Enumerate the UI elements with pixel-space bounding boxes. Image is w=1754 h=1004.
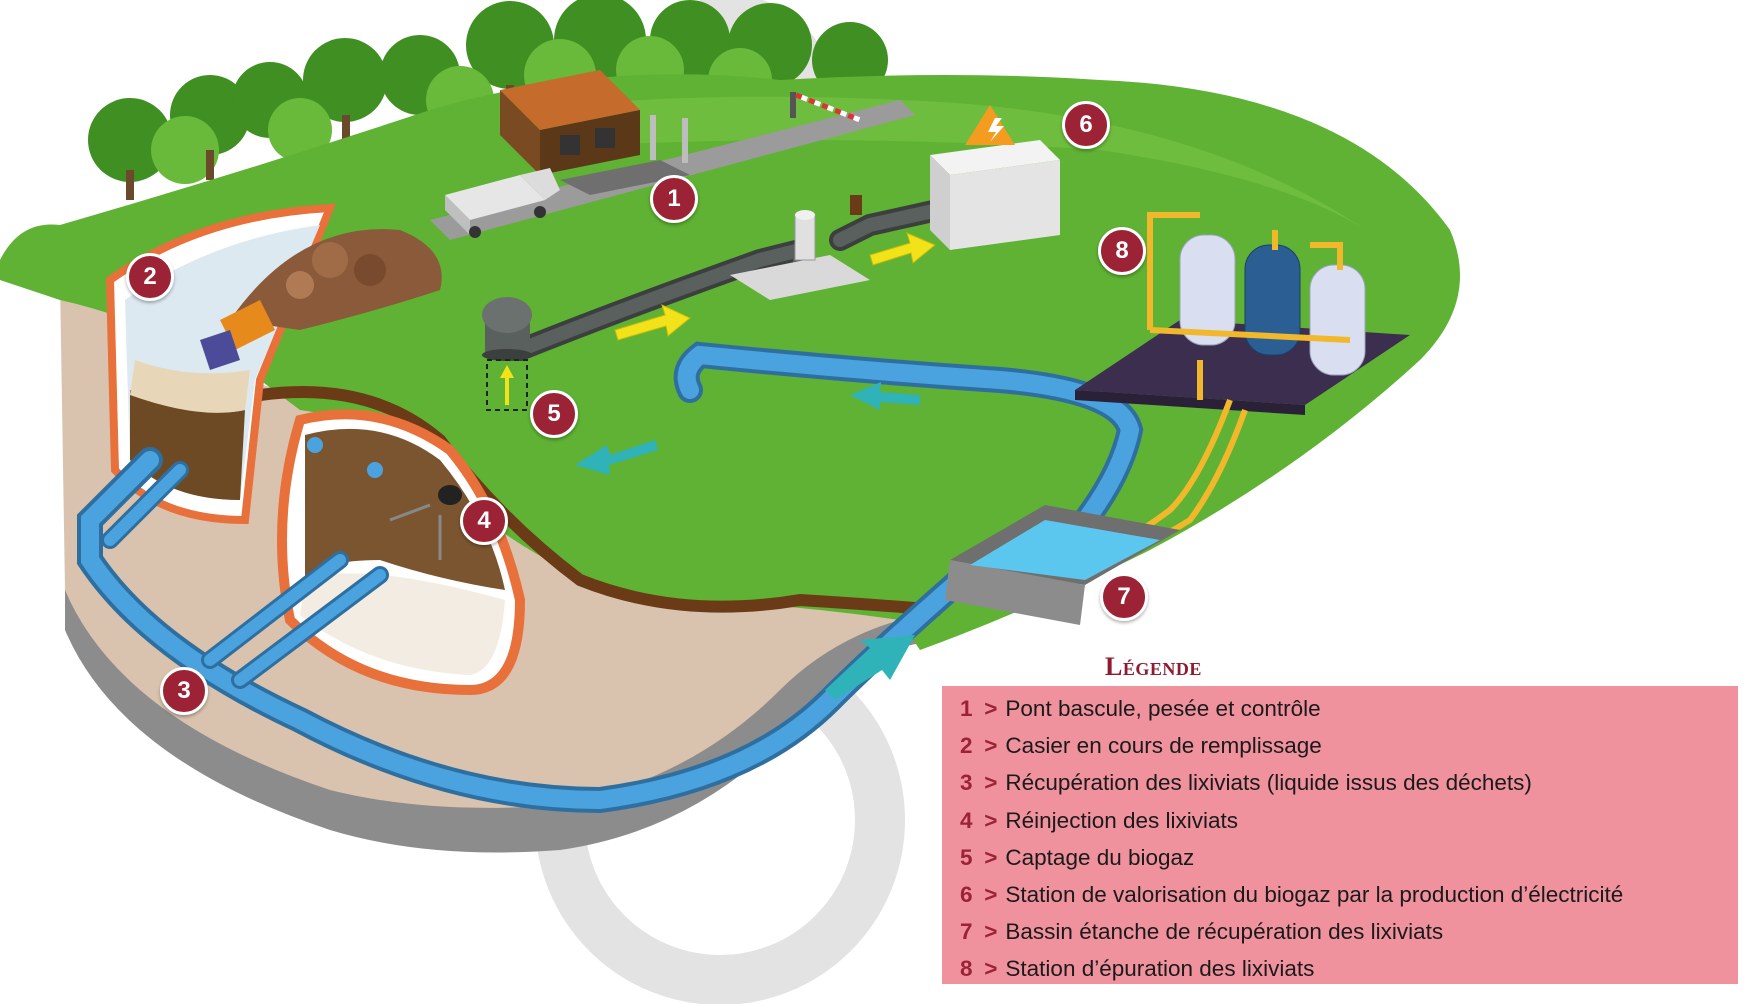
liner-edge — [259, 386, 941, 616]
legend-item-text: Captage du biogaz — [1005, 844, 1195, 870]
legend-separator: > — [984, 844, 998, 870]
legend-item-text: Station d’épuration des lixiviats — [1005, 956, 1315, 982]
office-building — [500, 70, 640, 175]
legend-item-number: 2 — [960, 733, 973, 759]
legend-item-number: 4 — [960, 807, 973, 833]
marker-2: 2 — [126, 253, 174, 301]
legend-item: 7 > Bassin étanche de récupération des li… — [960, 913, 1738, 950]
legend-title: Légende — [1105, 652, 1202, 681]
gate-poles — [650, 115, 688, 163]
legend-item-number: 8 — [960, 956, 973, 982]
leachate-pipes — [77, 341, 1144, 814]
legend-item: 6 > Station de valorisation du biogaz par… — [960, 876, 1738, 913]
legend-separator: > — [984, 881, 998, 907]
grass-highlight — [520, 96, 1380, 241]
legend-item-number: 3 — [960, 770, 973, 796]
treatment-station — [1075, 212, 1410, 563]
legend-item-number: 1 — [960, 696, 973, 721]
legend-separator: > — [984, 919, 998, 945]
tree-line — [88, 0, 888, 200]
legend-separator: > — [984, 807, 998, 833]
legend-item: 2 > Casier en cours de remplissage — [960, 727, 1738, 764]
garbage-truck — [445, 168, 560, 238]
legend-item-text: Casier en cours de remplissage — [1005, 733, 1322, 759]
legend-item-text: Bassin étanche de récupération des lixiv… — [1005, 919, 1444, 945]
legend-item-text: Réinjection des lixiviats — [1005, 807, 1239, 833]
leachate-basin — [945, 505, 1180, 625]
legend-item-text: Station de valorisation du biogaz par la… — [1005, 881, 1624, 907]
biogas-well — [482, 297, 532, 411]
electricity-station — [930, 105, 1060, 250]
legend-item: 1 > Pont bascule, pesée et contrôle — [960, 690, 1738, 727]
legend-item: 3 > Récupération des lixiviats (liquide i… — [960, 764, 1738, 801]
legend-item-number: 6 — [960, 881, 973, 907]
marker-1: 1 — [650, 175, 698, 223]
legend-item: 5 > Captage du biogaz — [960, 839, 1738, 876]
legend-item-text: Pont bascule, pesée et contrôle — [1005, 696, 1321, 721]
legend-separator: > — [984, 733, 998, 759]
flow-arrows — [575, 232, 936, 700]
legend-separator: > — [984, 956, 998, 982]
marker-3: 3 — [160, 667, 208, 715]
legend-item-number: 5 — [960, 844, 973, 870]
marker-7: 7 — [1100, 573, 1148, 621]
legend-item-text: Récupération des lixiviats (liquide issu… — [1005, 770, 1532, 796]
marker-6: 6 — [1062, 101, 1110, 149]
marker-4: 4 — [460, 497, 508, 545]
marker-5: 5 — [530, 390, 578, 438]
legend: 1 > Pont bascule, pesée et contrôle 2 > Ca… — [942, 686, 1738, 984]
marker-8: 8 — [1098, 227, 1146, 275]
legend-item: 4 > Réinjection des lixiviats — [960, 802, 1738, 839]
legend-separator: > — [984, 696, 998, 721]
valve-station — [730, 195, 870, 300]
weighbridge — [560, 160, 690, 195]
legend-item-number: 7 — [960, 919, 973, 945]
legend-item: 8 > Station d’épuration des lixiviats — [960, 950, 1738, 987]
road-barrier — [790, 92, 861, 123]
legend-separator: > — [984, 770, 998, 796]
